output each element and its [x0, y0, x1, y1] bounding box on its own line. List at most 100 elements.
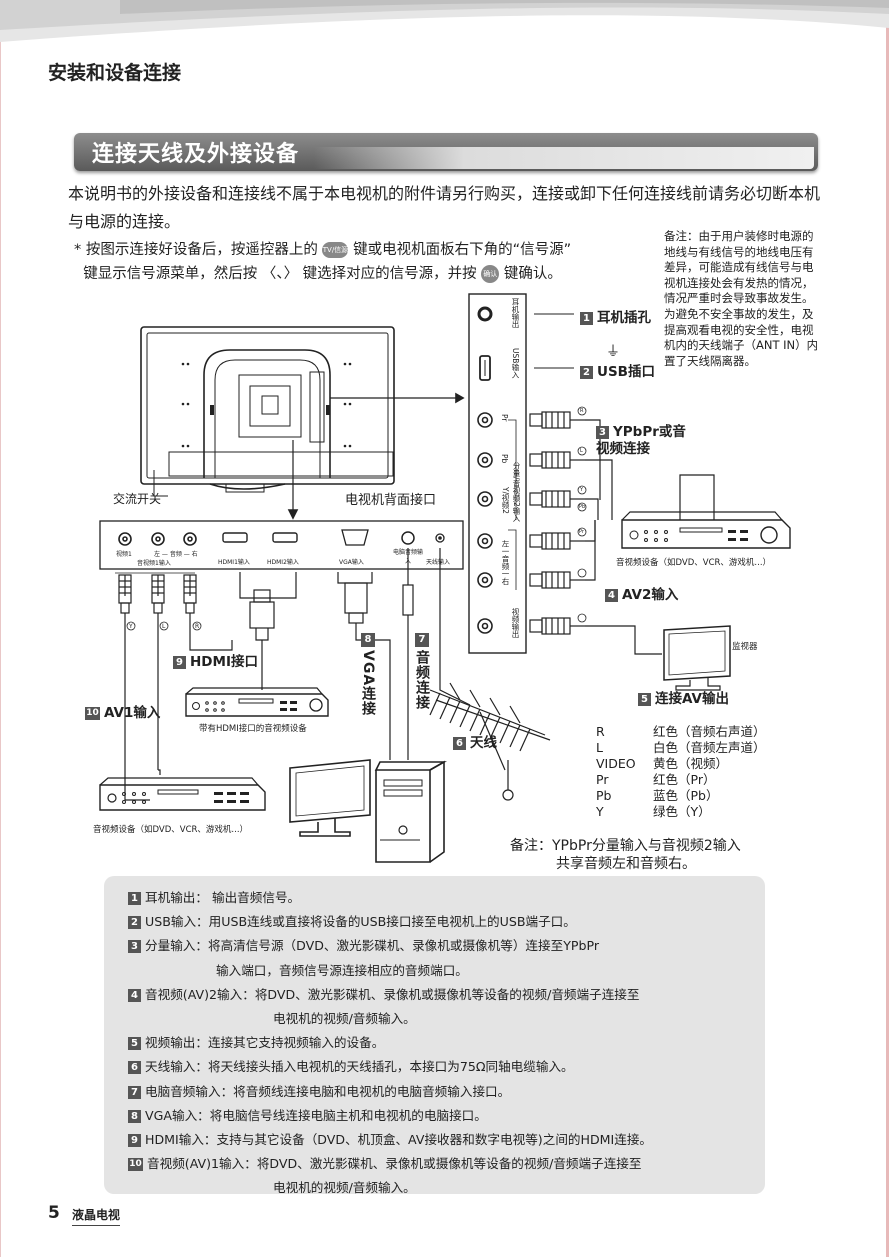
plug-letter-pb: Pb — [579, 504, 586, 510]
description-number: 9 — [128, 1134, 141, 1148]
legend-value: 绿色（Y） — [653, 804, 711, 819]
callout-3-number: 3 — [596, 425, 609, 439]
description-label: 天线输入： — [145, 1059, 208, 1075]
page-title: 连接天线及外接设备 — [92, 142, 300, 167]
description-panel — [104, 876, 765, 1194]
port-video-out-label: 视频输出 — [511, 608, 520, 638]
bullet-star: * — [74, 242, 82, 258]
port-headphone-label: 耳机输出 — [511, 298, 520, 328]
callout-1-number: 1 — [580, 311, 593, 325]
intro-text: 本说明书的外接设备和连接线不属于本电视机的附件请另行购买，连接或卸下任何连接线前… — [68, 184, 821, 231]
port-audio-lr-label: 左一音频一右 — [501, 540, 510, 585]
device-hdmi-label: 带有HDMI接口的音视频设备 — [199, 724, 307, 734]
description-item: 9 HDMI输入：支持与其它设备（DVD、机顶盒、AV接收器和数字电视等)之间的H… — [128, 1128, 748, 1152]
description-item: 1 耳机输出： 输出音频信号。 — [128, 886, 748, 910]
description-label: 视频输出： — [145, 1035, 208, 1051]
instruction-part1: 按图示连接好设备后，按遥控器上的 — [85, 242, 318, 258]
port-pb-label: Pb — [500, 454, 509, 464]
callout-4-number: 4 — [605, 588, 618, 602]
description-continuation: 电视机的视频/音频输入。 — [273, 1011, 416, 1027]
shared-audio-note: 备注：YPbPr分量输入与音视频2输入 共享音频左和音频右。 — [510, 837, 741, 873]
instruction-part3: 键显示信号源菜单，然后按 〈、〉 键选择对应的信号源，并按 — [83, 266, 477, 282]
tv-source-button-icon: TV/信源 — [322, 242, 349, 258]
plug-letter-y: Y — [580, 487, 584, 493]
callout-4-label: AV2输入 — [622, 587, 679, 603]
description-label: 分量输入： — [145, 938, 208, 954]
callout-1-label: 耳机插孔 — [597, 310, 651, 326]
tv-back-label: 电视机背面接口 — [345, 493, 437, 508]
plug-letter-y-bottom: Y — [129, 623, 133, 630]
callout-9-label: HDMI接口 — [190, 654, 258, 670]
legend-key: VIDEO — [596, 756, 636, 771]
legend-key: Y — [596, 804, 604, 819]
description-text: 将DVD、激光影碟机、录像机或摄像机等设备的视频/音频端子连接至 — [254, 986, 640, 1002]
shared-audio-note-line1: 备注：YPbPr分量输入与音视频2输入 — [510, 838, 741, 854]
description-number: 1 — [128, 892, 141, 905]
description-label: 音视频(AV)2输入： — [145, 986, 255, 1002]
antenna-isolator-note: 备注：由于用户装修时电源的地线与有线信号的地线电压有差异，可能造成有线信号与电视… — [664, 229, 819, 368]
port-component-av2-label: 分量/音视频2输入 — [512, 462, 521, 522]
port-antenna-label: 天线输入 — [426, 559, 451, 566]
legend-key: Pb — [596, 788, 612, 803]
page-number: 5 — [48, 1203, 60, 1223]
port-av1-in-label: 音视频1输入 — [137, 560, 171, 567]
description-number: 7 — [128, 1085, 141, 1099]
header-swoosh — [0, 0, 889, 42]
description-number: 2 — [128, 916, 141, 930]
ok-button-icon: 确认 — [481, 265, 500, 283]
callout-2-label: USB插口 — [597, 364, 655, 380]
callout-5-number: 5 — [638, 692, 651, 706]
port-y-video2-label: Y/视频2 — [501, 487, 510, 514]
device-av-right-label: 音视频设备（如DVD、VCR、游戏机...） — [616, 558, 772, 568]
monitor-label: 监视器 — [732, 642, 758, 652]
plug-letter-r-bottom: R — [195, 623, 200, 630]
description-label: HDMI输入： — [145, 1132, 217, 1148]
description-label: 耳机输出： — [145, 890, 208, 905]
title-bar — [74, 133, 818, 171]
callout-2: 2 USB插口 — [580, 360, 655, 380]
legend-key: R — [596, 724, 605, 739]
description-text: 将电脑信号线连接电脑主机和电视机的电脑接口。 — [209, 1107, 487, 1123]
description-label: 音视频(AV)1输入： — [147, 1156, 257, 1172]
port-video1-label: 视频1 — [116, 551, 132, 558]
port-pc-audio-label: 电脑音频输入 — [393, 549, 424, 565]
legend-value: 白色（音频左声道） — [653, 740, 766, 755]
device-av-left-label: 音视频设备（如DVD、VCR、游戏机...） — [93, 825, 249, 835]
description-label: USB输入： — [145, 914, 209, 930]
callout-7-label: 音频连接 — [414, 650, 430, 710]
plug-letter-pr: Pr — [579, 529, 584, 535]
usb-icon: ⏚ — [606, 344, 620, 360]
description-text: 输出音频信号。 — [211, 890, 301, 905]
callout-2-number: 2 — [580, 365, 593, 379]
description-number: 3 — [128, 940, 141, 954]
description-text: 支持与其它设备（DVD、机顶盒、AV接收器和数字电视等)之间的HDMI连接。 — [216, 1132, 653, 1148]
instruction: * 按图示连接好设备后，按遥控器上的 TV/信源 键或电视机面板右下角的“信号源… — [74, 238, 654, 286]
port-hdmi2-label: HDMI2输入 — [267, 559, 299, 566]
description-number: 6 — [128, 1061, 141, 1075]
description-continuation: 电视机的视频/音频输入。 — [273, 1180, 416, 1196]
plug-letter-r: R — [580, 408, 584, 414]
callout-7-number: 7 — [415, 633, 429, 647]
description-number: 10 — [128, 1158, 143, 1172]
description-item: 2 USB输入：用USB连线或直接将设备的USB接口接至电视机上的USB端子口。 — [128, 910, 748, 934]
description-text: 用USB连线或直接将设备的USB接口接至电视机上的USB端子口。 — [208, 914, 576, 930]
callout-6-number: 6 — [453, 736, 466, 750]
callout-10-label: AV1输入 — [104, 705, 161, 721]
shared-audio-note-line2: 共享音频左和音频右。 — [556, 856, 696, 872]
